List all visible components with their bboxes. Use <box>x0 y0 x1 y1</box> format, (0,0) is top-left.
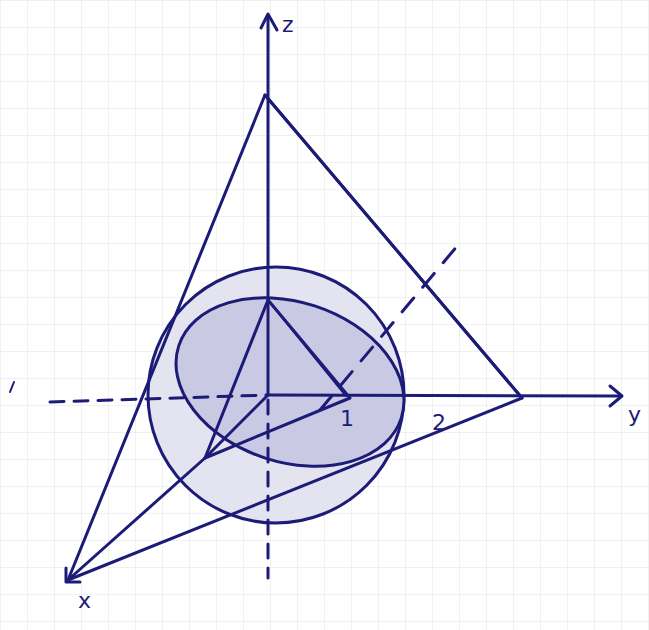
z-arrow <box>261 14 277 30</box>
tick-number: 1 <box>340 408 354 430</box>
small-triangle-edge <box>268 300 346 396</box>
small-triangle <box>205 300 350 458</box>
z-axis <box>267 18 270 395</box>
tetrahedron-face <box>68 95 522 580</box>
x-axis <box>205 395 268 458</box>
tick-mark <box>10 382 14 392</box>
z-axis-dashed <box>267 400 270 578</box>
y-arrow <box>610 386 622 406</box>
axis-label: y <box>628 404 641 426</box>
tetrahedron-edge <box>265 95 522 398</box>
x-axis-outer <box>68 458 205 580</box>
tick-number: 2 <box>432 412 446 434</box>
y-axis-dashed <box>50 395 268 402</box>
normal-line <box>320 245 458 410</box>
axis-label: z <box>282 14 294 36</box>
axis-label: x <box>78 590 91 612</box>
section-circle <box>154 270 426 494</box>
y-axis <box>268 395 620 396</box>
